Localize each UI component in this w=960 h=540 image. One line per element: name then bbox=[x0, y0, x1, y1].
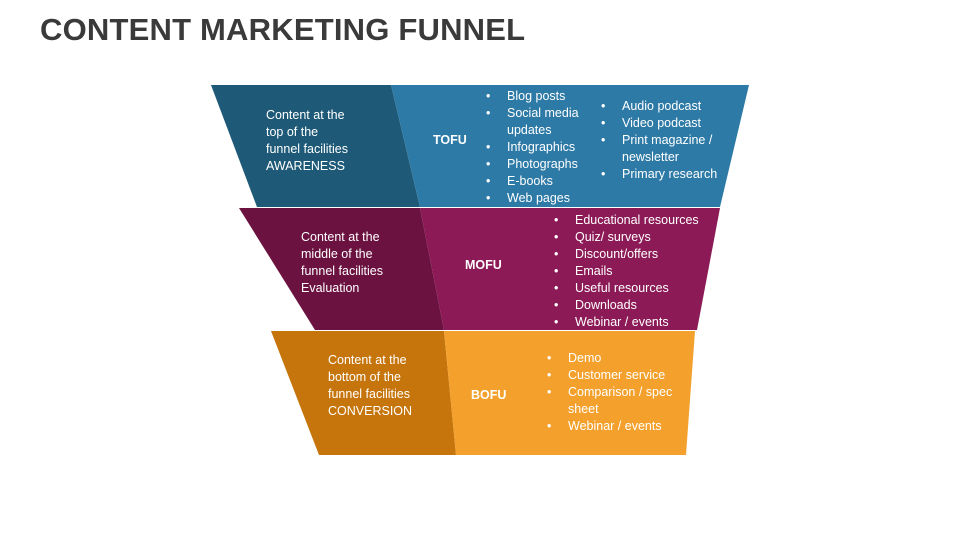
mofu-description-line: middle of the bbox=[301, 247, 373, 261]
list-item: Downloads bbox=[552, 297, 717, 314]
list-item: Print magazine / newsletter bbox=[599, 132, 723, 166]
list-item: Emails bbox=[552, 263, 717, 280]
mofu-description-line: Content at the bbox=[301, 230, 380, 244]
tofu-list-2: Audio podcast Video podcast Print magazi… bbox=[599, 98, 723, 183]
bofu-description-line: bottom of the bbox=[328, 370, 401, 384]
mofu-description: Content at the middle of the funnel faci… bbox=[301, 229, 383, 297]
tofu-label: TOFU bbox=[433, 133, 467, 147]
list-item: Useful resources bbox=[552, 280, 717, 297]
tofu-description-line: top of the bbox=[266, 125, 319, 139]
list-item: Infographics bbox=[484, 139, 584, 156]
page-title: CONTENT MARKETING FUNNEL bbox=[40, 12, 526, 47]
list-item: Comparison / spec sheet bbox=[545, 384, 675, 418]
mofu-label: MOFU bbox=[465, 258, 502, 272]
bofu-label: BOFU bbox=[471, 388, 507, 402]
list-item: Photographs bbox=[484, 156, 584, 173]
list-item: E-books bbox=[484, 173, 584, 190]
list-item: Webinar / events bbox=[545, 418, 675, 435]
list-item: Discount/offers bbox=[552, 246, 717, 263]
list-item: Webinar / events bbox=[552, 314, 717, 331]
list-item: Social media updates bbox=[484, 105, 584, 139]
mofu-list: Educational resources Quiz/ surveys Disc… bbox=[552, 212, 717, 331]
list-item: Demo bbox=[545, 350, 675, 367]
list-item: Quiz/ surveys bbox=[552, 229, 717, 246]
list-item: Primary research bbox=[599, 166, 723, 183]
bofu-description-line: funnel facilities bbox=[328, 387, 410, 401]
list-item: Customer service bbox=[545, 367, 675, 384]
bofu-list: Demo Customer service Comparison / spec … bbox=[545, 350, 675, 435]
bofu-description-panel bbox=[271, 331, 456, 455]
tofu-description-panel bbox=[211, 85, 420, 207]
tofu-description-line: funnel facilities bbox=[266, 142, 348, 156]
mofu-description-panel bbox=[239, 208, 444, 330]
tofu-list-1: Blog posts Social media updates Infograp… bbox=[484, 88, 584, 207]
tofu-description: Content at the top of the funnel facilit… bbox=[266, 107, 348, 175]
bofu-description-line: Content at the bbox=[328, 353, 407, 367]
mofu-description-line: Evaluation bbox=[301, 281, 360, 295]
list-item: Blog posts bbox=[484, 88, 584, 105]
mofu-description-line: funnel facilities bbox=[301, 264, 383, 278]
list-item: Video podcast bbox=[599, 115, 723, 132]
bofu-description-line: CONVERSION bbox=[328, 404, 413, 418]
tofu-description-line: Content at the bbox=[266, 108, 345, 122]
list-item: Web pages bbox=[484, 190, 584, 207]
bofu-description: Content at the bottom of the funnel faci… bbox=[328, 352, 412, 420]
tofu-description-line: AWARENESS bbox=[266, 159, 345, 173]
list-item: Audio podcast bbox=[599, 98, 723, 115]
list-item: Educational resources bbox=[552, 212, 717, 229]
